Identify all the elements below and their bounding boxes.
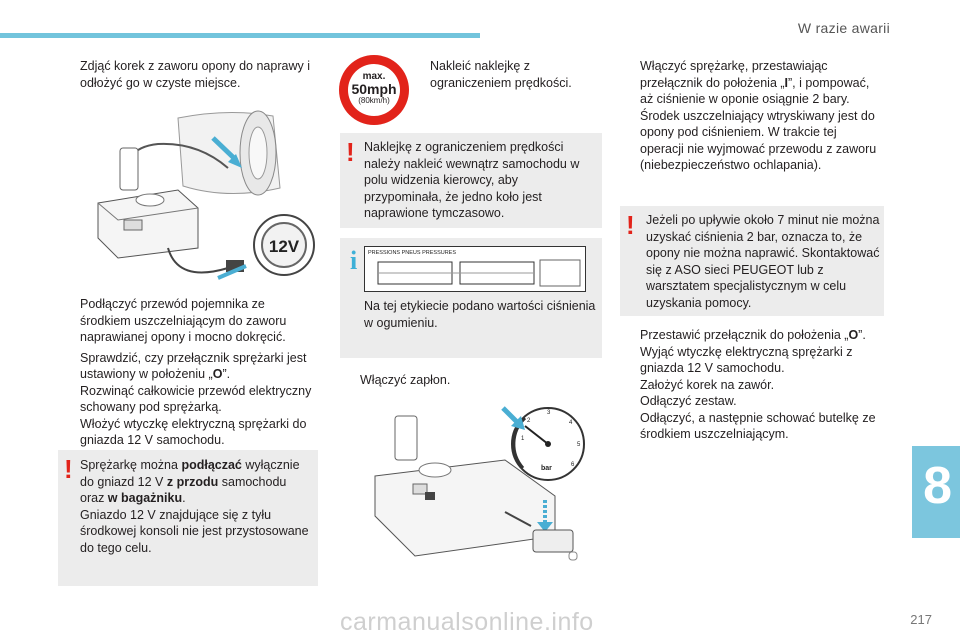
list-item: Rozwinąć całkowicie przewód elektryczny …	[80, 383, 312, 415]
list-item: Przestawić przełącznik do położenia „O”.	[640, 328, 866, 342]
step-ignition: Włączyć zapłon.	[360, 373, 451, 387]
step-sticker: Nakleić naklejkę z ograniczeniem prędkoś…	[430, 59, 572, 90]
list-item: Włożyć wtyczkę elektryczną sprężarki do …	[80, 416, 307, 448]
speed-limit-badge: max. 50mph (80km/h)	[339, 55, 409, 125]
svg-text:3: 3	[547, 410, 551, 416]
svg-text:6: 6	[571, 462, 575, 468]
svg-text:4: 4	[569, 420, 573, 426]
header-accent-bar	[0, 33, 480, 38]
socket-12v-label: 12V	[269, 237, 300, 256]
list-item: Sprawdzić, czy przełącznik sprężarki jes…	[80, 350, 307, 382]
info-icon: i	[350, 246, 358, 275]
steps-list: Podłączyć przewód pojemnika ze środkiem …	[60, 296, 320, 449]
svg-text:PRESSIONS PNEUS PRESSURES: PRESSIONS PNEUS PRESSURES	[368, 250, 456, 256]
warning-text: Sprężarkę można podłączać wyłącznie do g…	[80, 458, 309, 555]
svg-text:1: 1	[521, 436, 525, 442]
chapter-tab	[912, 446, 960, 538]
list-item: Wyjąć wtyczkę elektryczną sprężarki z gn…	[640, 344, 853, 376]
warning-icon: !	[346, 137, 355, 167]
step-remove-cap: Zdjąć korek z zaworu opony do naprawy i …	[80, 59, 310, 90]
list-item: Założyć korek na zawór.	[640, 377, 775, 392]
watermark: carmanualsonline.info	[340, 608, 594, 636]
gauge-unit: bar	[541, 465, 552, 472]
tyre-pressure-label-image: PRESSIONS PNEUS PRESSURES	[364, 246, 586, 292]
chapter-number: 8	[923, 457, 952, 515]
list-item: Odłączyć, a następnie schować butelkę ze…	[640, 410, 876, 442]
warning-icon: !	[64, 454, 73, 484]
compressor-gauge-illustration: 1 2 3 4 5 6 bar	[374, 406, 585, 561]
list-item: Podłączyć przewód pojemnika ze środkiem …	[80, 297, 287, 344]
list-item: Odłączyć zestaw.	[640, 394, 737, 408]
steps-list-final: Przestawić przełącznik do położenia „O”.…	[620, 327, 880, 443]
page-number: 217	[910, 612, 932, 627]
info-box-tyre-label: i PRESSIONS PNEUS PRESSURES Na tej etyki…	[340, 238, 602, 358]
svg-text:2: 2	[527, 418, 531, 424]
warning-icon: !	[626, 210, 635, 240]
compressor-connection-illustration: 12V	[97, 110, 315, 280]
info-text: Na tej etykiecie podano wartości ciśnien…	[364, 299, 596, 330]
warning-text: Naklejkę z ograniczeniem prędkości należ…	[364, 140, 580, 220]
warning-text: Jeżeli po upływie około 7 minut nie możn…	[646, 213, 880, 310]
warning-box-pressure: ! Jeżeli po upływie około 7 minut nie mo…	[620, 206, 884, 316]
section-title: W razie awarii	[797, 20, 890, 36]
svg-text:5: 5	[577, 442, 581, 448]
warning-box-sticker: ! Naklejkę z ograniczeniem prędkości nal…	[340, 133, 602, 228]
step-pump: Włączyć sprężarkę, przestawiając przełąc…	[640, 59, 877, 172]
warning-box-socket: ! Sprężarkę można podłączać wyłącznie do…	[58, 450, 318, 586]
